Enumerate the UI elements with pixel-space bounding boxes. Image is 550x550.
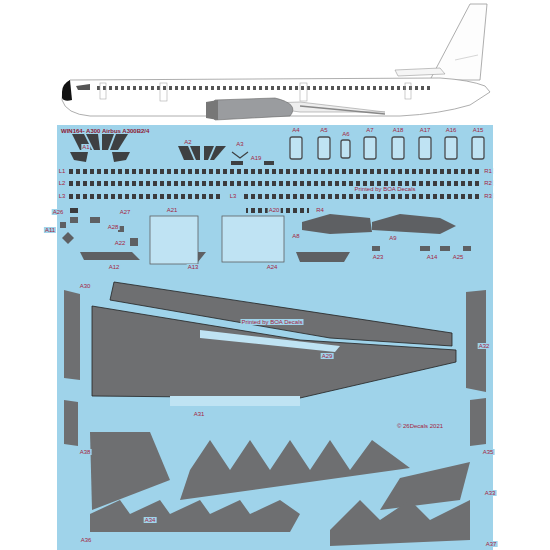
callout-number: © 26Decals 2021 <box>396 423 444 429</box>
door-decals <box>290 137 484 159</box>
callout-number: L2 <box>58 180 67 186</box>
callout-number: A11 <box>44 227 56 233</box>
callout-number: A17 <box>419 127 432 133</box>
callout-number: A33 <box>484 490 497 496</box>
callout-number: A13 <box>187 264 200 270</box>
callout-number: A32 <box>478 343 491 349</box>
callout-number: A37 <box>485 541 498 547</box>
callout-number: A34 <box>144 517 157 523</box>
sheet-title: WIN164- A300 Airbus A300B2/4 <box>60 128 150 134</box>
callout-number: A35 <box>482 449 495 455</box>
callout-number: L1 <box>58 168 67 174</box>
callout-number: A24 <box>266 264 279 270</box>
callout-number: L3 <box>58 193 67 199</box>
callout-number: A7 <box>365 127 374 133</box>
callout-number: A2 <box>183 139 192 145</box>
callout-number: A8 <box>291 233 300 239</box>
cargo-door-decals <box>150 216 284 264</box>
callout-number: A30 <box>79 283 92 289</box>
wing-decals <box>64 282 486 446</box>
callout-number: A31 <box>193 411 206 417</box>
callout-number: A38 <box>79 449 92 455</box>
callout-number: A28 <box>107 224 120 230</box>
callout-number: A12 <box>108 264 121 270</box>
callout-number: A26 <box>52 209 65 215</box>
callout-number: A20 <box>268 207 281 213</box>
callout-number: A22 <box>114 240 127 246</box>
callout-number: R1 <box>483 168 493 174</box>
small-part-decals <box>60 214 471 262</box>
callout-number: A9 <box>388 235 397 241</box>
aircraft-profile <box>62 4 490 120</box>
callout-number: A6 <box>341 131 350 137</box>
window-rows <box>68 169 481 213</box>
callout-number: A18 <box>392 127 405 133</box>
decal-sheet <box>57 125 493 550</box>
callout-number: A5 <box>319 127 328 133</box>
callout-number: A25 <box>452 254 465 260</box>
callout-number: R2 <box>483 180 493 186</box>
callout-number: A19 <box>250 155 263 161</box>
stabilizer-decals <box>90 432 470 546</box>
callout-number: A3 <box>235 141 244 147</box>
callout-number: L3 <box>229 193 238 199</box>
callout-number: A14 <box>426 254 439 260</box>
callout-number: R3 <box>483 193 493 199</box>
callout-number: A16 <box>445 127 458 133</box>
callout-number: A1 <box>81 144 90 150</box>
callout-number: Printed by BOA Decals <box>353 186 416 192</box>
windshield-decals <box>70 134 274 165</box>
callout-number: Printed by BOA Decals <box>240 319 303 325</box>
callout-number: R4 <box>315 207 325 213</box>
callout-number: A15 <box>472 127 485 133</box>
callout-number: A36 <box>80 537 93 543</box>
callout-number: A23 <box>372 254 385 260</box>
callout-number: A27 <box>119 209 132 215</box>
callout-number: A4 <box>291 127 300 133</box>
callout-number: A21 <box>166 207 179 213</box>
callout-number: A29 <box>321 353 334 359</box>
